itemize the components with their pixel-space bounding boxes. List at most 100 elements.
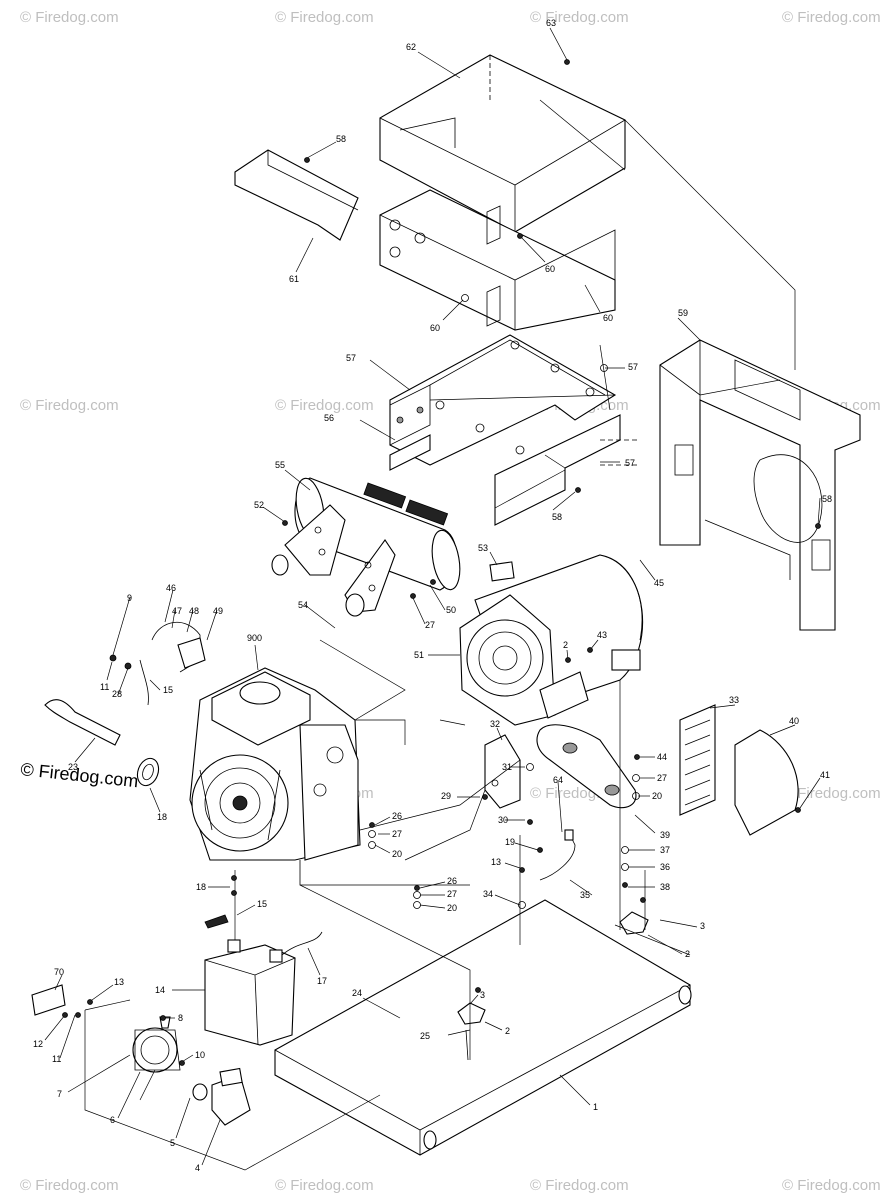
solenoid-valve-4 [211,1067,251,1126]
callout-30: 30 [498,815,508,825]
callout-57: 57 [346,353,356,363]
callout-26: 26 [447,876,457,886]
watermark-primary: © Firedog.com [20,759,140,791]
callout-39: 39 [660,830,670,840]
callout-58: 58 [336,134,346,144]
front-panel-61 [234,149,359,241]
callout-26: 26 [392,811,402,821]
alternator-51 [459,554,644,726]
callout-15: 15 [257,899,267,909]
callout-61: 61 [289,274,299,284]
watermark: © Firedog.com [782,1177,881,1194]
engine-900 [189,667,470,886]
callout-29: 29 [441,791,451,801]
callout-52: 52 [254,500,264,510]
callout-3: 3 [480,990,485,1000]
regulator-6 [132,1016,181,1073]
callout-37: 37 [660,845,670,855]
callout-24: 24 [352,988,362,998]
callout-36: 36 [660,862,670,872]
callout-20: 20 [652,791,662,801]
watermark: © Firedog.com [530,1177,629,1194]
callout-57: 57 [628,362,638,372]
base-frame-1 [274,899,692,1156]
callout-60: 60 [545,264,555,274]
callout-19: 19 [505,837,515,847]
callout-51: 51 [414,650,424,660]
guide-lines [84,99,796,1171]
callout-15: 15 [163,685,173,695]
callout-33: 33 [729,695,739,705]
callout-56: 56 [324,413,334,423]
callout-64: 64 [553,775,563,785]
battery-14 [204,931,323,1046]
callout-18: 18 [157,812,167,822]
battery-cable-35 [539,829,576,881]
watermark: © Firedog.com [275,397,374,414]
callout-50: 50 [446,605,456,615]
callout-58: 58 [822,494,832,504]
roof-tray-57 [389,334,617,466]
battery-cable-15 [204,914,229,929]
callout-7: 7 [57,1089,62,1099]
callout-40: 40 [789,716,799,726]
callout-14: 14 [155,985,165,995]
callout-63: 63 [546,18,556,28]
callout-27: 27 [657,773,667,783]
callout-4: 4 [195,1163,200,1173]
callout-43: 43 [597,630,607,640]
muffler-55 [271,477,461,617]
callout-53: 53 [478,543,488,553]
callout-28: 28 [112,689,122,699]
callout-2: 2 [505,1026,510,1036]
fitting-5 [192,1083,208,1101]
top-cover-62 [379,54,626,233]
watermark: © Firedog.com [275,1177,374,1194]
callout-48: 48 [189,606,199,616]
callout-70: 70 [54,967,64,977]
callout-54: 54 [298,600,308,610]
watermark: © Firedog.com [275,9,374,26]
callout-11: 11 [52,1054,61,1064]
callout-8: 8 [178,1013,183,1023]
callout-41: 41 [820,770,830,780]
callout-31: 31 [502,762,512,772]
callout-46: 46 [166,583,176,593]
callout-10: 10 [195,1050,205,1060]
watermark: © Firedog.com [20,1177,119,1194]
callout-1: 1 [593,1102,598,1112]
callout-27: 27 [392,829,402,839]
callout-58: 58 [552,512,562,522]
fan-cover-40 [734,729,799,836]
grille-33 [679,704,716,816]
watermark: © Firedog.com [20,397,119,414]
callout-13: 13 [491,857,501,867]
callout-2: 2 [563,640,568,650]
callout-12: 12 [33,1039,43,1049]
callout-11: 11 [100,682,109,692]
callout-labels: 63 62 58 61 60 60 60 59 57 57 57 56 58 5… [33,18,832,1173]
callout-60: 60 [430,323,440,333]
right-housing-59 [659,339,861,631]
callout-9: 9 [127,593,132,603]
callout-55: 55 [275,460,285,470]
callout-20: 20 [447,903,457,913]
callout-27: 27 [425,620,435,630]
callout-5: 5 [170,1138,175,1148]
isolator-plate-39 [536,724,637,809]
callout-60: 60 [603,313,613,323]
side-panel-60 [379,189,616,331]
callout-20: 20 [392,849,402,859]
callout-35: 35 [580,890,590,900]
callout-38: 38 [660,882,670,892]
callout-3: 3 [700,921,705,931]
callout-47: 47 [172,606,182,616]
callout-900: 900 [247,633,262,643]
callout-57: 57 [625,458,635,468]
callout-23: 23 [68,762,78,772]
callout-27: 27 [447,889,457,899]
callout-18: 18 [196,882,206,892]
gasket-18 [136,757,160,787]
watermark: © Firedog.com [530,9,629,26]
